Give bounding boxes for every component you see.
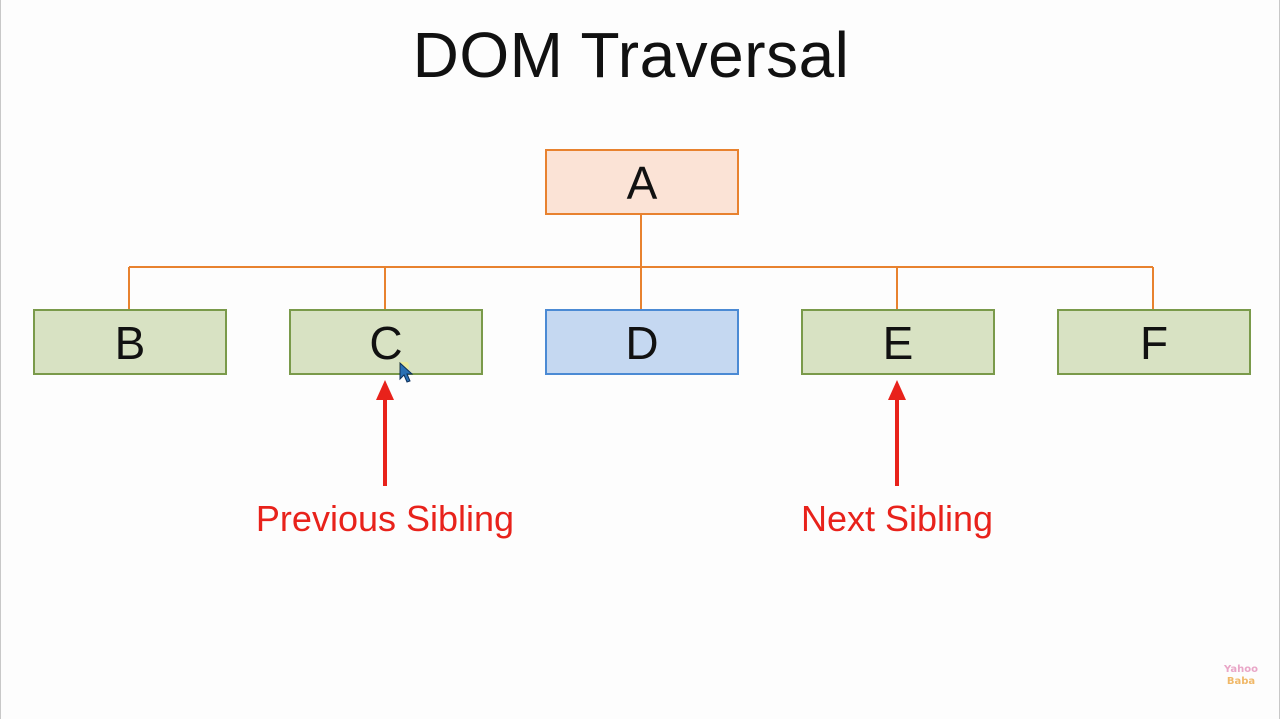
node-c-previous-sibling: C [289, 309, 483, 375]
next-sibling-label: Next Sibling [800, 498, 994, 539]
node-a-root: A [545, 149, 739, 215]
node-b: B [33, 309, 227, 375]
previous-sibling-label: Previous Sibling [255, 498, 515, 539]
slide-title: DOM Traversal [412, 19, 850, 91]
previous-sibling-arrow-head [376, 380, 394, 400]
next-sibling-arrow-head [888, 380, 906, 400]
node-d-current: D [545, 309, 739, 375]
logo-line2: Baba [1226, 676, 1256, 687]
node-e-next-sibling: E [801, 309, 995, 375]
node-f: F [1057, 309, 1251, 375]
logo-line1: Yahoo [1224, 664, 1258, 675]
yahoo-baba-logo: Yahoo Baba [1215, 664, 1267, 694]
mouse-pointer-icon [399, 362, 414, 383]
